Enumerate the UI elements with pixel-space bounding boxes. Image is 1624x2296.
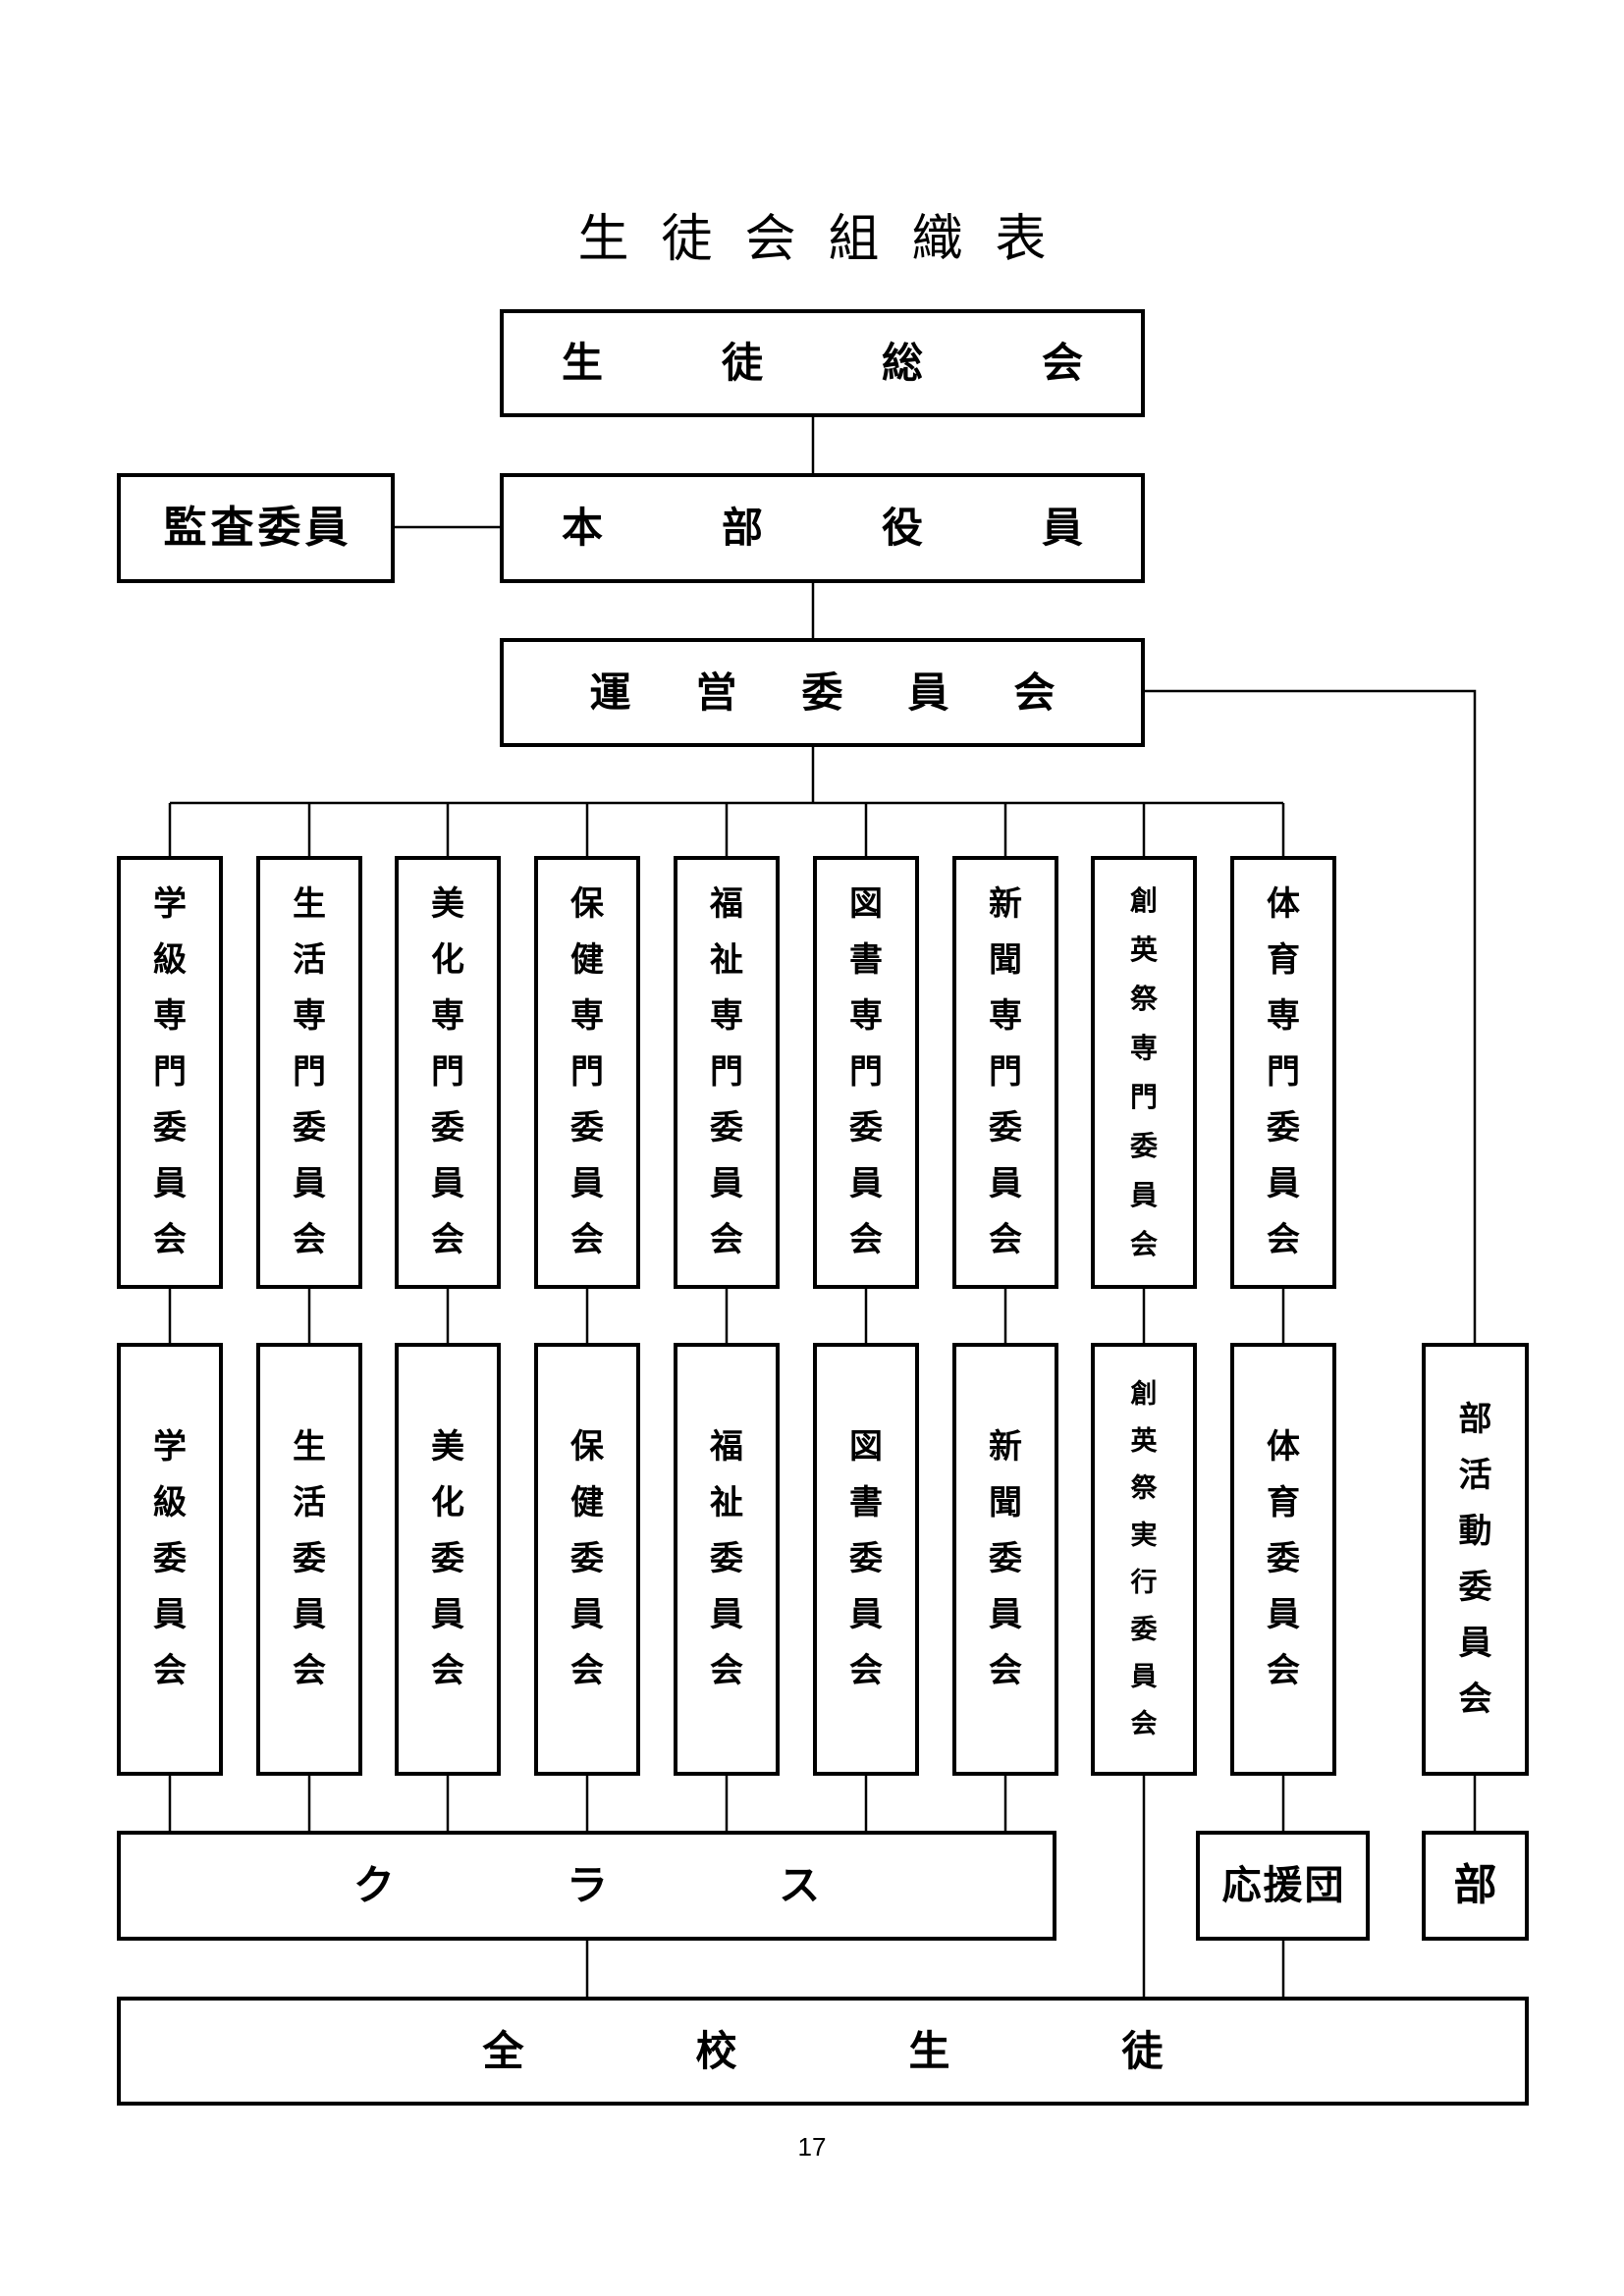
cheer-squad-box: 応援団 (1196, 1831, 1370, 1941)
library-specialist-committee-box: 図書専門委員会 (813, 856, 919, 1289)
student-life-specialist-committee-box: 生活専門委員会 (256, 856, 362, 1289)
clubs-label: 部 (1453, 1860, 1501, 1910)
health-specialist-committee-box: 保健専門委員会 (534, 856, 640, 1289)
festival-specialist-committee-box: 創英祭専門委員会 (1091, 856, 1197, 1289)
welfare-specialist-committee-box: 福祉専門委員会 (674, 856, 780, 1289)
health-committee-box: 保健委員会 (534, 1343, 640, 1776)
class-affairs-committee-label: 学級委員会 (152, 1427, 187, 1690)
newspaper-specialist-committee-label: 新聞専門委員会 (988, 884, 1022, 1259)
class-affairs-specialist-committee-box: 学級専門委員会 (117, 856, 223, 1289)
general-assembly-box: 生徒総会 (500, 309, 1145, 417)
cheer-squad-label: 応援団 (1221, 1863, 1346, 1908)
beautification-committee-box: 美化委員会 (395, 1343, 501, 1776)
student-life-committee-box: 生活委員会 (256, 1343, 362, 1776)
class-box: クラス (117, 1831, 1056, 1941)
student-life-committee-label: 生活委員会 (292, 1427, 326, 1690)
student-life-specialist-committee-label: 生活専門委員会 (292, 884, 326, 1259)
steering-committee-box: 運営委員会 (500, 638, 1145, 747)
library-committee-box: 図書委員会 (813, 1343, 919, 1776)
page-title: 生徒会組織表 (0, 202, 1624, 269)
newspaper-specialist-committee-box: 新聞専門委員会 (952, 856, 1058, 1289)
executive-officers-label: 本部役員 (561, 504, 1202, 552)
sports-specialist-committee-label: 体育専門委員会 (1266, 884, 1300, 1259)
page-number: 17 (797, 2132, 827, 2162)
newspaper-committee-box: 新聞委員会 (952, 1343, 1058, 1776)
clubs-box: 部 (1422, 1831, 1529, 1941)
club-activities-committee-label: 部活動委員会 (1458, 1399, 1492, 1719)
health-committee-label: 保健委員会 (569, 1427, 604, 1690)
sports-committee-box: 体育委員会 (1230, 1343, 1336, 1776)
welfare-specialist-committee-label: 福祉専門委員会 (709, 884, 743, 1259)
health-specialist-committee-label: 保健専門委員会 (569, 884, 604, 1259)
newspaper-committee-label: 新聞委員会 (988, 1427, 1022, 1690)
steering-committee-label: 運営委員会 (589, 667, 1120, 717)
executive-officers-box: 本部役員 (500, 473, 1145, 583)
class-affairs-committee-box: 学級委員会 (117, 1343, 223, 1776)
welfare-committee-label: 福祉委員会 (709, 1427, 743, 1690)
auditors-label: 監査委員 (163, 503, 352, 553)
sports-committee-label: 体育委員会 (1266, 1427, 1300, 1690)
class-label: クラス (352, 1861, 993, 1909)
festival-executive-committee-box: 創英祭実行委員会 (1091, 1343, 1197, 1776)
beautification-specialist-committee-label: 美化専門委員会 (430, 884, 464, 1259)
beautification-committee-label: 美化委員会 (430, 1427, 464, 1690)
festival-executive-committee-label: 創英祭実行委員会 (1130, 1378, 1158, 1739)
page-title-text: 生徒会組織表 (577, 209, 1079, 269)
auditors-box: 監査委員 (117, 473, 395, 583)
all-students-box: 全校生徒 (117, 1997, 1529, 2106)
general-assembly-label: 生徒総会 (561, 339, 1202, 387)
connector-steering-to-club-committee (1145, 689, 1477, 1343)
welfare-committee-box: 福祉委員会 (674, 1343, 780, 1776)
class-affairs-specialist-committee-label: 学級専門委員会 (152, 884, 187, 1259)
library-committee-label: 図書委員会 (848, 1427, 883, 1690)
club-activities-committee-box: 部活動委員会 (1422, 1343, 1529, 1776)
all-students-label: 全校生徒 (482, 2026, 1335, 2075)
sports-specialist-committee-box: 体育専門委員会 (1230, 856, 1336, 1289)
library-specialist-committee-label: 図書専門委員会 (848, 884, 883, 1259)
beautification-specialist-committee-box: 美化専門委員会 (395, 856, 501, 1289)
festival-specialist-committee-label: 創英祭専門委員会 (1129, 883, 1158, 1260)
